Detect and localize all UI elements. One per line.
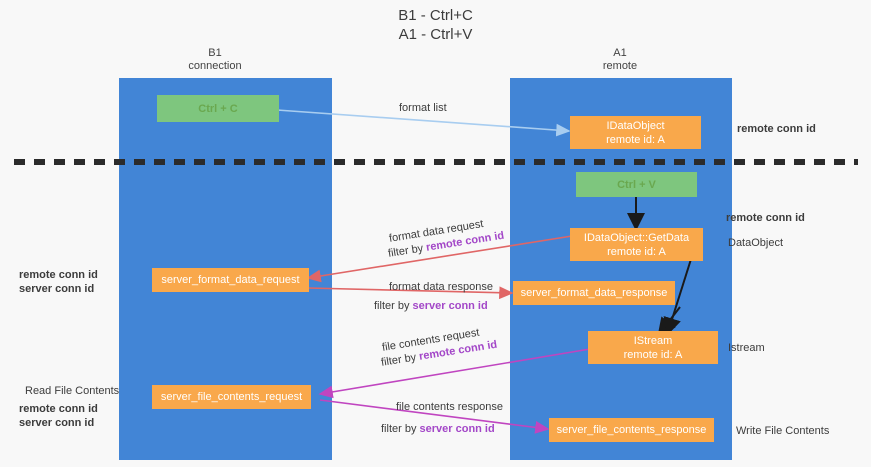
node-istream-label: IStream — [633, 334, 673, 347]
right-label-write-file-contents: Write File Contents — [736, 425, 830, 437]
right-label-remote-conn-id-mid: remote conn id — [726, 212, 805, 224]
edge-label-format-data-response-filter: filter by server conn id — [374, 299, 488, 313]
node-server-format-data-request-label: server_format_data_request — [161, 274, 300, 286]
page-title: B1 - Ctrl+C A1 - Ctrl+V — [0, 6, 871, 44]
filter-key-server-conn-id: server conn id — [419, 423, 495, 435]
right-label-dataobject: DataObject — [728, 237, 784, 249]
left-label-server-conn-id-2: server conn id — [19, 417, 95, 429]
node-idataobject-label: IDataObject — [606, 119, 665, 132]
node-server-file-contents-response-label: server_file_contents_response — [556, 424, 707, 436]
filter-prefix: filter by — [374, 300, 413, 312]
node-server-file-contents-request-label: server_file_contents_request — [160, 391, 303, 403]
node-ctrl-v[interactable]: Ctrl + V — [576, 172, 697, 197]
left-label-remote-conn-id: remote conn id — [19, 269, 98, 281]
left-label-read-file-contents: Read File Contents — [25, 385, 120, 397]
node-idataobject-getdata[interactable]: IDataObject::GetData remote id: A — [570, 228, 703, 261]
edge-label-format-data-response: format data response — [389, 281, 493, 293]
node-server-file-contents-response[interactable]: server_file_contents_response — [549, 418, 714, 442]
node-server-format-data-response-label: server_format_data_response — [520, 287, 668, 299]
edge-label-file-contents-response: file contents response — [396, 401, 504, 413]
node-server-format-data-request[interactable]: server_format_data_request — [152, 268, 309, 292]
edge-label-format-list: format list — [399, 102, 447, 114]
lane-header-a1-line2: remote — [602, 60, 638, 72]
title-line-2: A1 - Ctrl+V — [398, 26, 473, 43]
node-server-file-contents-request[interactable]: server_file_contents_request — [152, 385, 311, 409]
lane-header-b1-line1: B1 — [208, 47, 222, 59]
right-label-istream: Istream — [728, 342, 765, 354]
node-istream[interactable]: IStream remote id: A — [588, 331, 718, 364]
left-label-remote-conn-id-2: remote conn id — [19, 403, 98, 415]
node-server-format-data-response[interactable]: server_format_data_response — [513, 281, 675, 305]
node-getdata-label: IDataObject::GetData — [583, 231, 690, 244]
filter-key-server-conn-id: server conn id — [412, 300, 488, 312]
title-line-1: B1 - Ctrl+C — [398, 7, 473, 24]
right-label-remote-conn-id-top: remote conn id — [737, 123, 816, 135]
lane-header-a1-line1: A1 — [613, 47, 627, 59]
node-ctrl-c-label: Ctrl + C — [198, 102, 238, 115]
node-idataobject-sub: remote id: A — [606, 133, 665, 146]
left-label-server-conn-id: server conn id — [19, 283, 95, 295]
node-istream-sub: remote id: A — [623, 348, 683, 361]
filter-prefix: filter by — [381, 423, 420, 435]
node-ctrl-c[interactable]: Ctrl + C — [157, 95, 279, 122]
lane-header-b1: B1 connection — [135, 47, 295, 73]
lane-header-a1: A1 remote — [540, 47, 700, 73]
node-getdata-sub: remote id: A — [607, 245, 666, 258]
node-idataobject[interactable]: IDataObject remote id: A — [570, 116, 701, 149]
node-ctrl-v-label: Ctrl + V — [617, 178, 656, 191]
edge-label-file-contents-response-filter: filter by server conn id — [381, 422, 495, 436]
lane-header-b1-line2: connection — [188, 60, 242, 72]
